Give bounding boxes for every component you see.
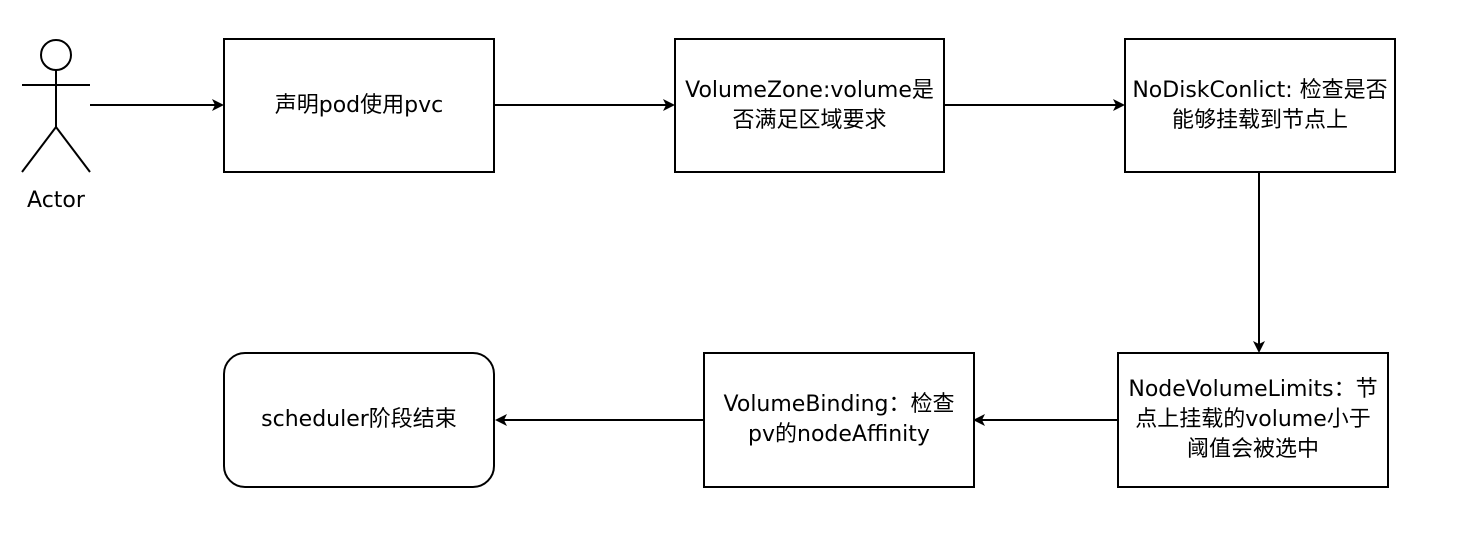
node-scheduler-end[interactable]: scheduler阶段结束 [223,352,495,488]
node-no-disk-conflict-label: NoDiskConlict: 检查是否能够挂载到节点上 [1132,77,1388,133]
node-volume-binding-label: VolumeBinding：检查pv的nodeAffinity [723,392,955,447]
node-scheduler-end-label: scheduler阶段结束 [261,407,457,432]
node-declare-pvc[interactable]: 声明pod使用pvc [223,38,495,173]
actor-left-leg [21,126,57,173]
actor-label: Actor [27,188,85,213]
node-declare-pvc-label: 声明pod使用pvc [274,92,444,118]
actor-head [40,39,72,71]
node-volume-binding[interactable]: VolumeBinding：检查pv的nodeAffinity [703,352,975,488]
node-volume-zone-label: VolumeZone:volume是否满足区域要求 [685,77,934,133]
node-volume-limits[interactable]: NodeVolumeLimits：节点上挂载的volume小于阈值会被选中 [1117,352,1389,488]
node-no-disk-conflict[interactable]: NoDiskConlict: 检查是否能够挂载到节点上 [1124,38,1396,173]
node-volume-zone[interactable]: VolumeZone:volume是否满足区域要求 [674,38,945,173]
actor-figure [21,39,91,173]
actor-right-leg [55,126,91,173]
node-volume-limits-label: NodeVolumeLimits：节点上挂载的volume小于阈值会被选中 [1128,377,1378,462]
